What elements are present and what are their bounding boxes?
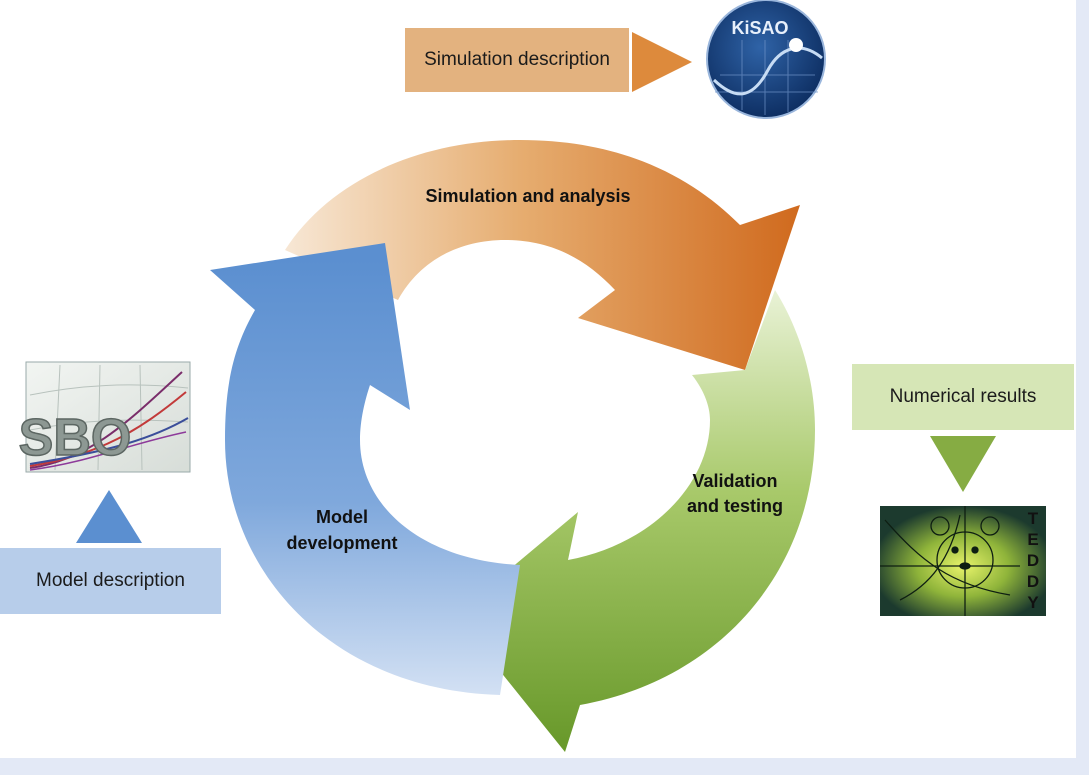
model-description-box: Model description (0, 548, 221, 614)
teddy-letter-e: E (1027, 530, 1038, 549)
numerical-results-box: Numerical results (852, 364, 1074, 430)
validation-label-line1: Validation (692, 471, 777, 491)
numerical-results-text: Numerical results (889, 386, 1037, 407)
simulation-arrow (285, 140, 800, 370)
model-description-text: Model description (36, 570, 185, 591)
teddy-letter-t: T (1028, 509, 1039, 528)
results-pointer-triangle (930, 436, 996, 492)
simulation-pointer-triangle (632, 32, 692, 92)
kisao-logo: KiSAO (706, 0, 826, 119)
sbo-logo: SBO (18, 361, 191, 473)
teddy-letter-y: Y (1027, 593, 1039, 612)
bottom-border (0, 758, 1089, 775)
simulation-label: Simulation and analysis (425, 186, 630, 206)
validation-label-line2: and testing (687, 496, 783, 516)
simulation-description-box: Simulation description (405, 28, 629, 92)
cycle-diagram: Simulation and analysis Validation and t… (18, 0, 1046, 752)
validation-arrow (455, 290, 815, 752)
model-label-line2: development (286, 533, 397, 553)
teddy-logo: T E D D Y (880, 506, 1046, 616)
kisao-logo-text: KiSAO (731, 18, 788, 38)
model-arrow (210, 243, 520, 695)
model-label-line1: Model (316, 507, 368, 527)
simulation-description-text: Simulation description (424, 49, 610, 70)
teddy-letter-d1: D (1027, 551, 1039, 570)
model-pointer-triangle (76, 490, 142, 543)
right-border (1076, 0, 1089, 775)
sbo-logo-text: SBO (19, 409, 132, 467)
teddy-letter-d2: D (1027, 572, 1039, 591)
